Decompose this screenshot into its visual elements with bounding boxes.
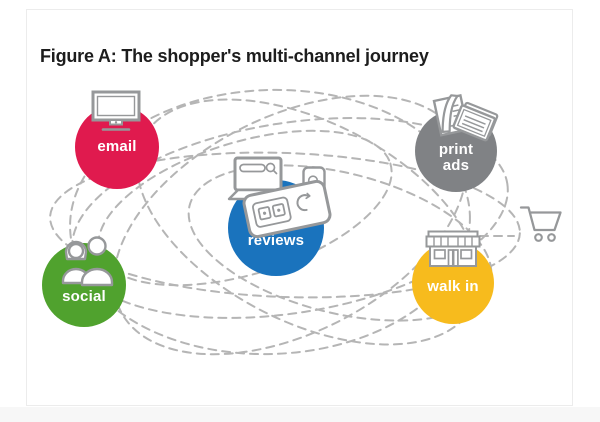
channel-social-label: social xyxy=(62,288,106,305)
desktop-monitor-icon xyxy=(91,90,141,131)
page-background-strip xyxy=(0,407,600,422)
channel-walk-in-label: walk in xyxy=(427,278,479,295)
newspapers-icon xyxy=(432,93,499,142)
shopping-cart-icon xyxy=(519,206,562,242)
tablet-icon xyxy=(242,179,332,239)
people-icon xyxy=(61,236,114,287)
channel-print-ads: print ads xyxy=(415,110,497,192)
storefront-icon xyxy=(425,230,481,267)
channel-print-ads-label: print ads xyxy=(438,141,474,174)
channel-email-label: email xyxy=(97,138,137,155)
figure-title: Figure A: The shopper's multi-channel jo… xyxy=(40,46,429,66)
channel-email: email xyxy=(75,105,159,189)
